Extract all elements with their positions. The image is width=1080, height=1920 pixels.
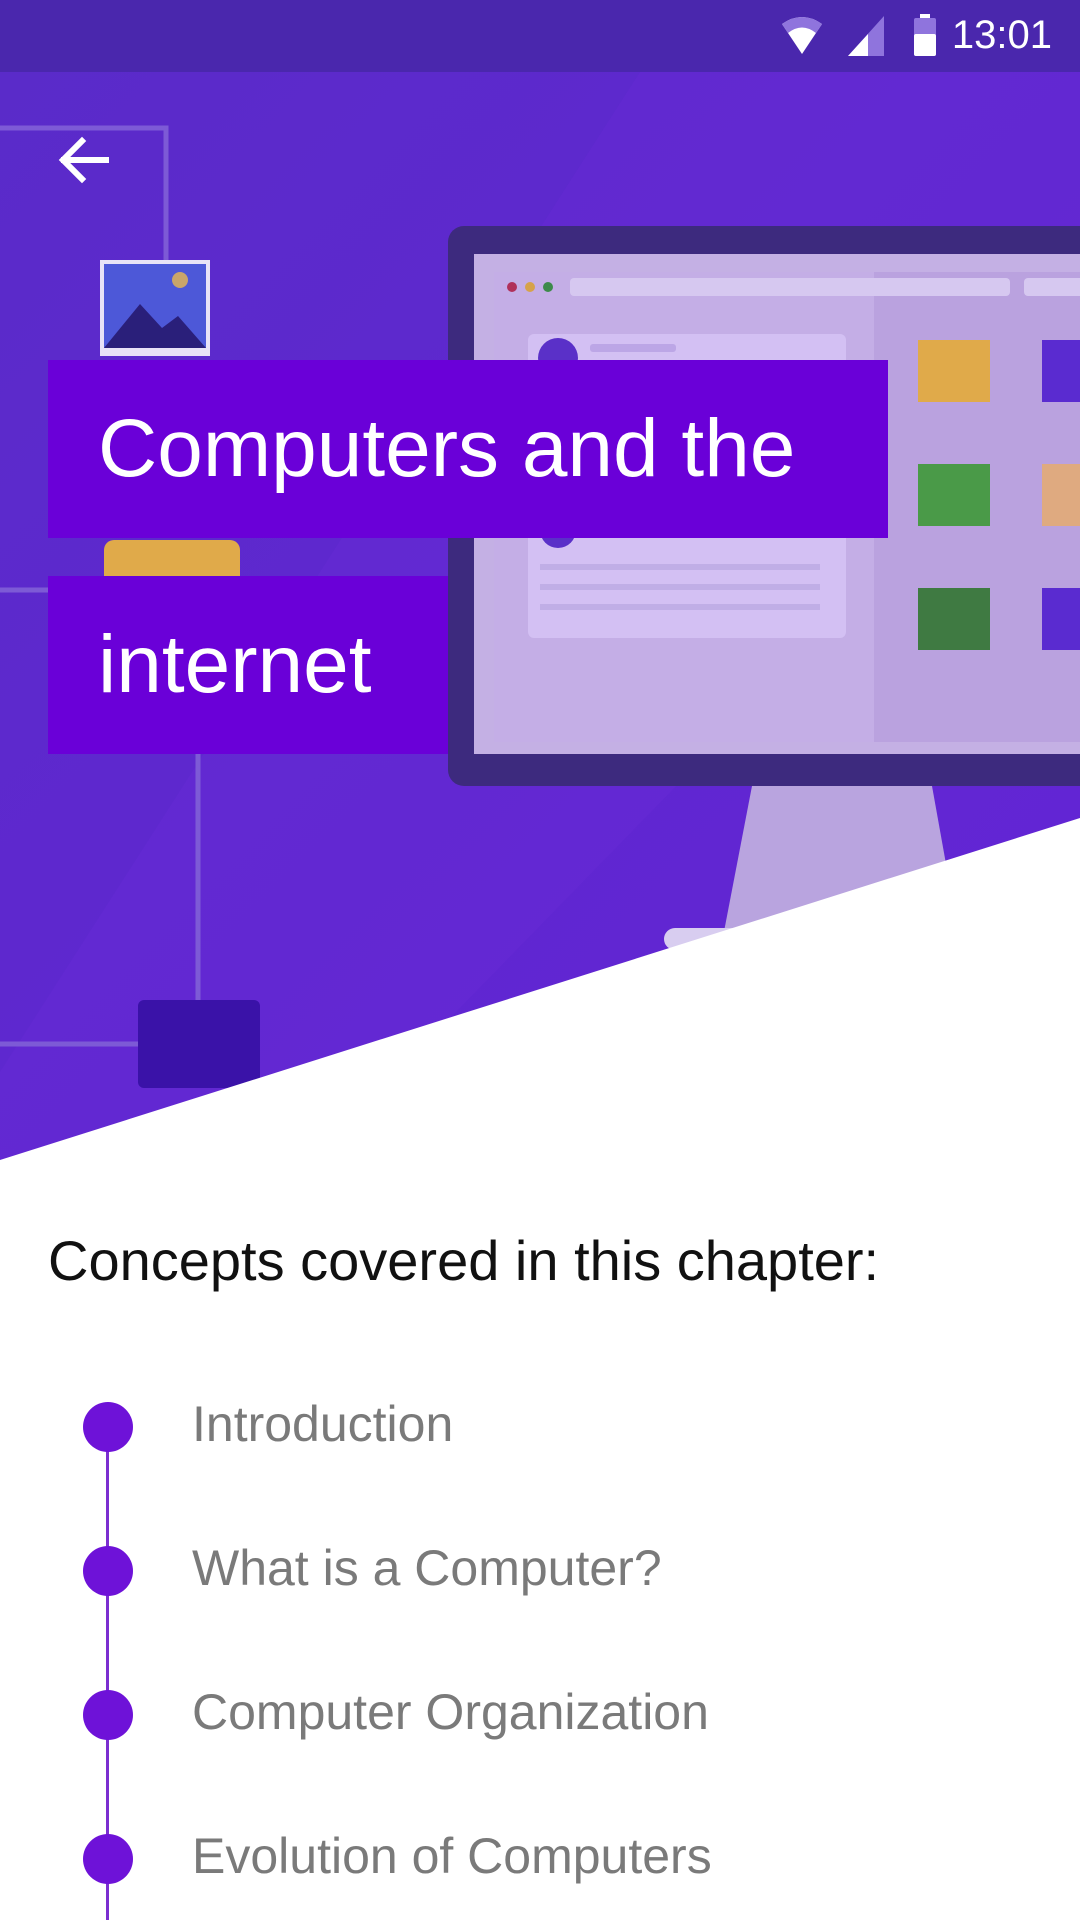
concepts-section: Concepts covered in this chapter: Introd… (0, 1170, 1080, 1920)
concept-item-what-is-a-computer[interactable]: What is a Computer? (0, 1520, 1080, 1620)
concept-item-introduction[interactable]: Introduction (0, 1376, 1080, 1476)
back-button[interactable] (36, 112, 132, 208)
cell-signal-icon (846, 14, 886, 63)
battery-icon (912, 14, 938, 63)
chapter-hero: Computers and the internet (0, 72, 1080, 1172)
concept-dot (83, 1834, 133, 1884)
concept-label: Introduction (192, 1396, 454, 1452)
concept-dot (83, 1690, 133, 1740)
concept-dot (83, 1402, 133, 1452)
concept-item-computer-organization[interactable]: Computer Organization (0, 1664, 1080, 1764)
status-time: 13:01 (951, 13, 1052, 57)
wifi-icon (780, 14, 824, 63)
concepts-heading: Concepts covered in this chapter: (48, 1229, 880, 1292)
status-bar: 13:01 (0, 0, 1080, 72)
concept-label: Computer Organization (192, 1684, 709, 1740)
arrow-left-icon (58, 136, 109, 184)
chapter-title-line-2: internet (48, 576, 448, 754)
concept-label: Evolution of Computers (192, 1828, 712, 1884)
concept-item-evolution-of-computers[interactable]: Evolution of Computers (0, 1808, 1080, 1908)
concept-label: What is a Computer? (192, 1540, 662, 1596)
timeline-line (106, 1428, 109, 1920)
chapter-title-line-1: Computers and the (48, 360, 888, 538)
concept-dot (83, 1546, 133, 1596)
